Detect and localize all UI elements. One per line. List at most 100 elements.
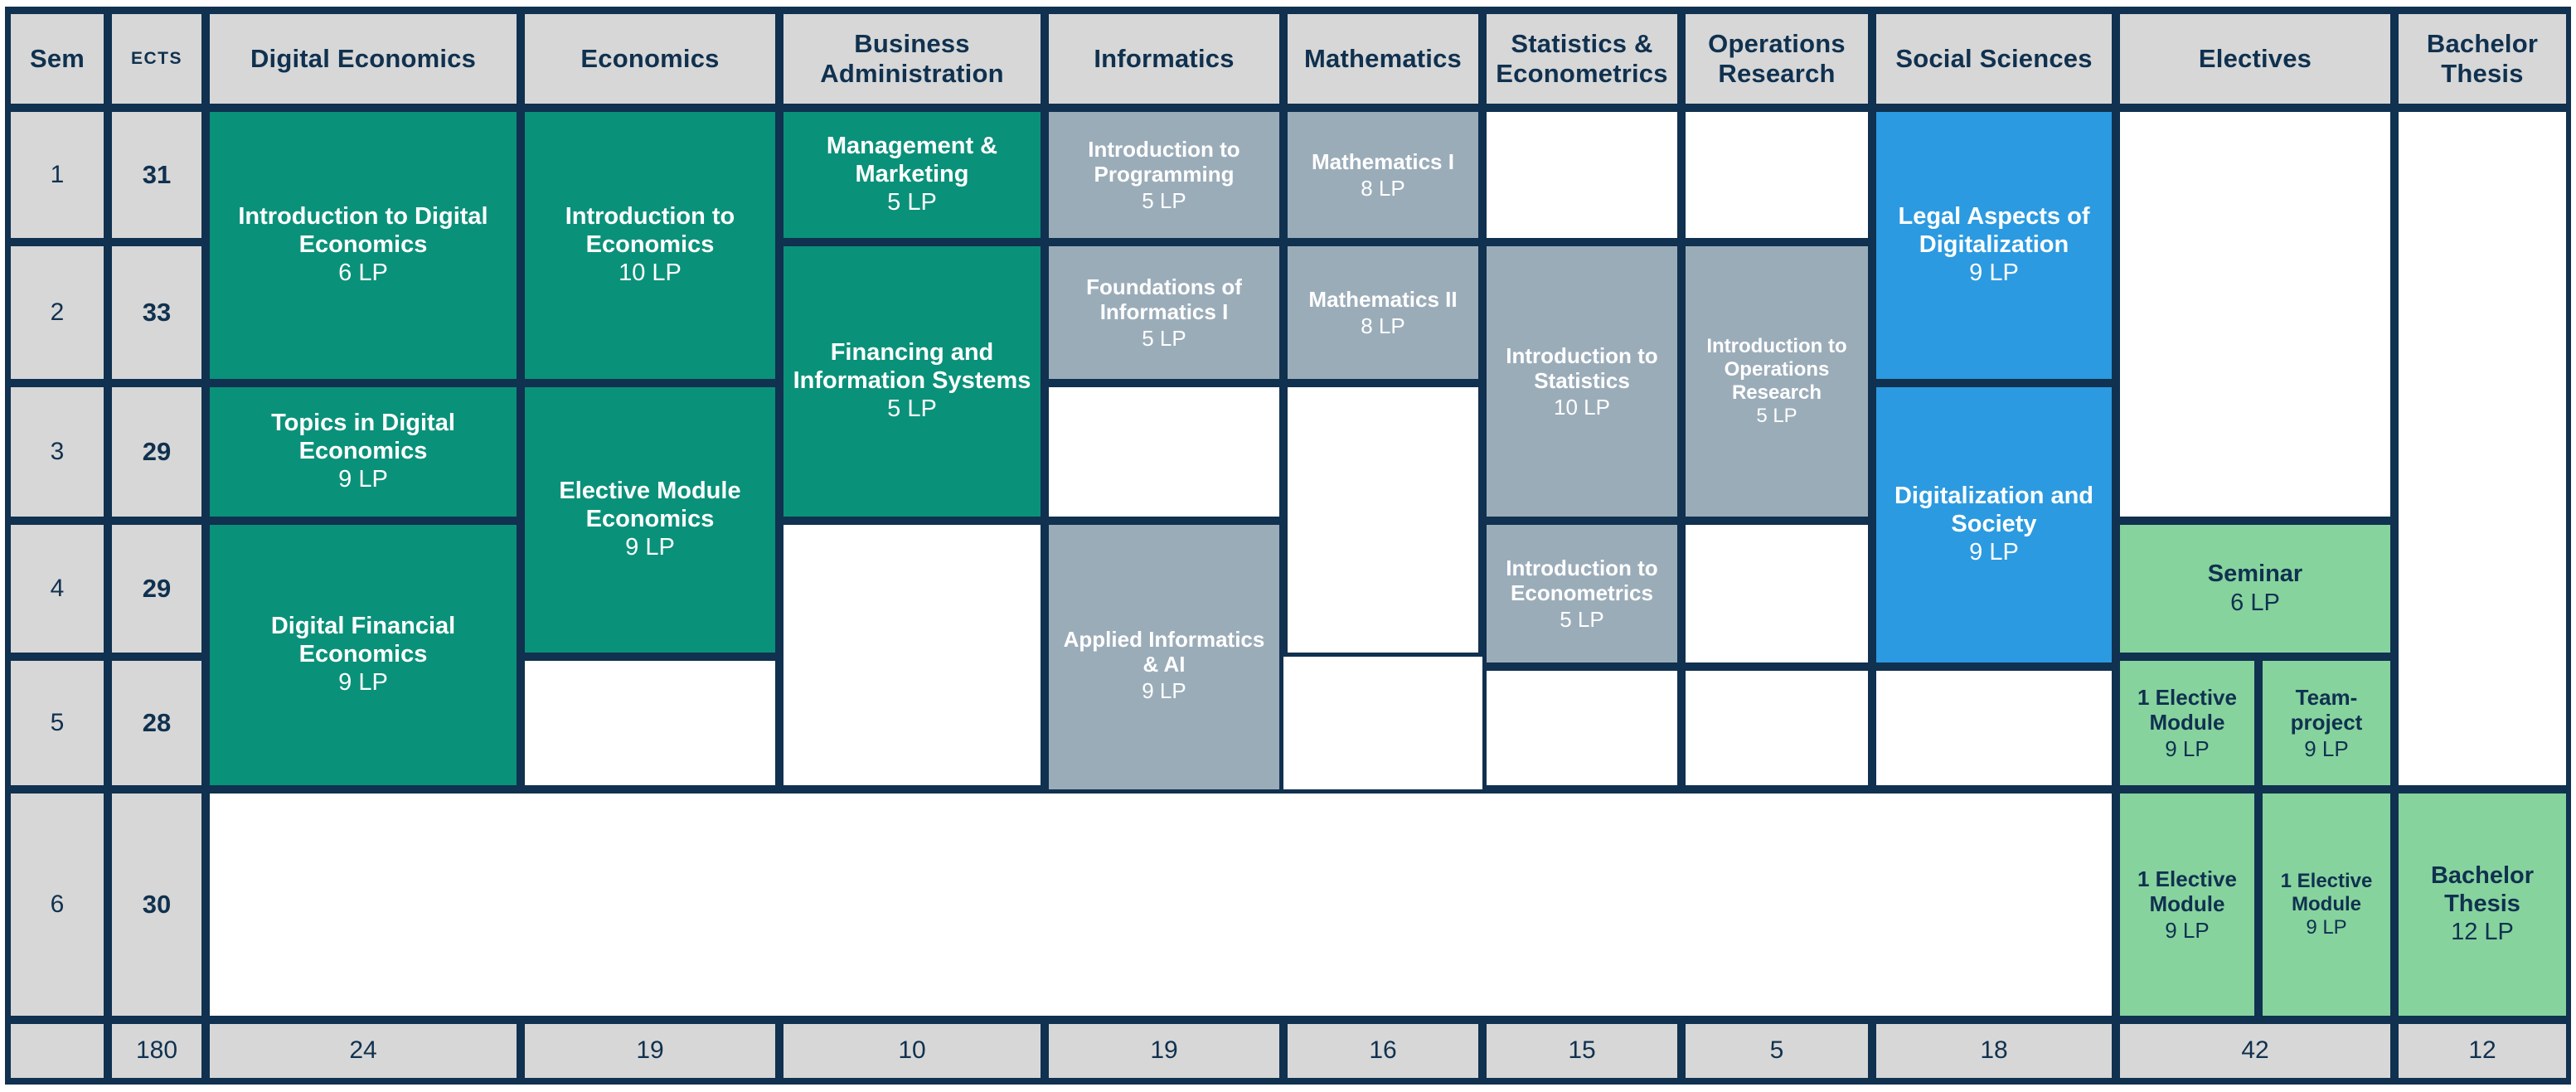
module-legal-aspects-of-digitalization[interactable]: Legal Aspects of Digitalization 9 LP bbox=[1872, 108, 2116, 383]
total-value: 19 bbox=[1150, 1036, 1178, 1065]
column-header-social-sciences: Social Sciences bbox=[1872, 10, 2116, 108]
module-title: Seminar bbox=[2207, 560, 2303, 587]
column-header-bachelor-thesis-line2: Thesis bbox=[2441, 59, 2524, 88]
module-topics-in-digital-economics[interactable]: Topics in Digital Economics 9 LP bbox=[206, 383, 521, 521]
module-management-and-marketing[interactable]: Management & Marketing 5 LP bbox=[779, 108, 1045, 242]
total-cell-sem bbox=[7, 1020, 108, 1082]
module-financing-and-information-systems[interactable]: Financing and Information Systems 5 LP bbox=[779, 242, 1045, 521]
module-title: 1 Elective Module bbox=[2137, 685, 2237, 735]
empty-cell-statistics-sem1 bbox=[1482, 108, 1681, 242]
column-header-statistics-econometrics: Statistics & Econometrics bbox=[1482, 10, 1681, 108]
ects-value: 30 bbox=[142, 890, 172, 920]
module-credits: 5 LP bbox=[1142, 325, 1186, 351]
total-cell-electives: 42 bbox=[2116, 1020, 2394, 1082]
module-title: 1 Elective Module bbox=[2280, 869, 2373, 915]
module-credits: 9 LP bbox=[2165, 917, 2210, 943]
ects-cell-2: 33 bbox=[108, 242, 206, 383]
total-value: 18 bbox=[1980, 1036, 2008, 1065]
module-title: Applied Informatics & AI bbox=[1063, 627, 1265, 677]
module-title: Foundations of Informatics I bbox=[1086, 274, 1242, 325]
semester-cell-4: 4 bbox=[7, 521, 108, 657]
total-cell-mathematics: 16 bbox=[1283, 1020, 1482, 1082]
total-cell-statistics: 15 bbox=[1482, 1020, 1681, 1082]
module-mathematics-2[interactable]: Mathematics II 8 LP bbox=[1283, 242, 1482, 383]
module-title: Introduction to Econometrics bbox=[1506, 556, 1658, 606]
semester-cell-1: 1 bbox=[7, 108, 108, 242]
column-header-digital-economics-label: Digital Economics bbox=[250, 44, 477, 74]
total-cell-informatics: 19 bbox=[1045, 1020, 1283, 1082]
ects-value: 31 bbox=[142, 160, 172, 190]
module-title: Legal Aspects of Digitalization bbox=[1898, 203, 2090, 258]
column-header-operations-research-line2: Research bbox=[1718, 59, 1836, 88]
semester-cell-5: 5 bbox=[7, 657, 108, 789]
total-cell-digital-economics: 24 bbox=[206, 1020, 521, 1082]
module-introduction-to-econometrics[interactable]: Introduction to Econometrics 5 LP bbox=[1482, 521, 1681, 667]
module-introduction-to-programming[interactable]: Introduction to Programming 5 LP bbox=[1045, 108, 1283, 242]
ects-cell-1: 31 bbox=[108, 108, 206, 242]
module-introduction-to-operations-research[interactable]: Introduction to Operations Research 5 LP bbox=[1681, 242, 1872, 521]
module-title: Digital Financial Economics bbox=[270, 613, 456, 667]
column-header-business-administration-line2: Administration bbox=[820, 59, 1004, 88]
column-header-informatics: Informatics bbox=[1045, 10, 1283, 108]
column-header-ects-label: ECTS bbox=[130, 48, 182, 68]
empty-cell-bachelor-thesis-sem1-5 bbox=[2394, 108, 2570, 789]
module-digitalization-and-society[interactable]: Digitalization and Society 9 LP bbox=[1872, 383, 2116, 667]
module-credits: 6 LP bbox=[338, 260, 388, 287]
module-credits: 5 LP bbox=[887, 396, 937, 423]
module-elective-module-sem6-b-top[interactable]: 1 Elective Module 9 LP bbox=[2258, 789, 2394, 1020]
module-title: Bachelor Thesis bbox=[2430, 862, 2535, 917]
ects-value: 28 bbox=[142, 708, 172, 738]
semester-number: 1 bbox=[50, 160, 65, 188]
semester-cell-3: 3 bbox=[7, 383, 108, 521]
column-header-statistics-line1: Statistics & bbox=[1511, 29, 1653, 59]
module-team-project[interactable]: Team-project 9 LP bbox=[2258, 657, 2394, 789]
empty-cell-informatics-sem3 bbox=[1045, 383, 1283, 521]
module-introduction-to-economics[interactable]: Introduction to Economics 10 LP bbox=[521, 108, 779, 383]
module-title: Mathematics I bbox=[1312, 149, 1454, 175]
module-title: Introduction to Operations Research bbox=[1706, 334, 1847, 404]
ects-cell-4: 29 bbox=[108, 521, 206, 657]
module-title: Management & Marketing bbox=[826, 133, 998, 187]
column-header-informatics-label: Informatics bbox=[1094, 44, 1235, 74]
semester-number: 2 bbox=[50, 298, 65, 326]
module-title: Introduction to Economics bbox=[565, 203, 735, 258]
column-header-sem: Sem bbox=[7, 10, 108, 108]
empty-cell-operations-research-sem5 bbox=[1681, 667, 1872, 789]
semester-cell-6: 6 bbox=[7, 789, 108, 1020]
total-value: 19 bbox=[636, 1036, 664, 1065]
empty-cell-statistics-sem5 bbox=[1482, 667, 1681, 789]
semester-number: 4 bbox=[50, 574, 65, 602]
module-credits: 9 LP bbox=[1142, 677, 1186, 703]
semester-number: 3 bbox=[50, 437, 65, 465]
total-cell-social-sciences: 18 bbox=[1872, 1020, 2116, 1082]
module-elective-module-economics[interactable]: Elective Module Economics 9 LP bbox=[521, 383, 779, 657]
module-credits: 9 LP bbox=[2165, 735, 2210, 761]
module-digital-financial-economics[interactable]: Digital Financial Economics 9 LP bbox=[206, 521, 521, 789]
module-mathematics-1[interactable]: Mathematics I 8 LP bbox=[1283, 108, 1482, 242]
module-title: Mathematics II bbox=[1308, 287, 1458, 313]
column-header-bachelor-thesis: Bachelor Thesis bbox=[2394, 10, 2570, 108]
module-elective-module-sem5[interactable]: 1 Elective Module 9 LP bbox=[2116, 657, 2258, 789]
module-introduction-to-statistics[interactable]: Introduction to Statistics 10 LP bbox=[1482, 242, 1681, 521]
module-foundations-of-informatics-1[interactable]: Foundations of Informatics I 5 LP bbox=[1045, 242, 1283, 383]
module-credits: 9 LP bbox=[338, 669, 388, 696]
total-cell-bachelor-thesis: 12 bbox=[2394, 1020, 2570, 1082]
module-elective-module-sem6-a-top[interactable]: 1 Elective Module 9 LP bbox=[2116, 789, 2258, 1020]
total-value: 5 bbox=[1769, 1036, 1784, 1065]
module-seminar[interactable]: Seminar 6 LP bbox=[2116, 521, 2394, 657]
ects-cell-3: 29 bbox=[108, 383, 206, 521]
module-intro-digital-economics[interactable]: Introduction to Digital Economics 6 LP bbox=[206, 108, 521, 383]
module-bachelor-thesis[interactable]: Bachelor Thesis 12 LP bbox=[2394, 789, 2570, 1020]
column-header-business-administration-line1: Business bbox=[854, 29, 970, 59]
module-credits: 12 LP bbox=[2451, 919, 2514, 946]
empty-cell-operations-research-sem1 bbox=[1681, 108, 1872, 242]
module-credits: 6 LP bbox=[2230, 589, 2280, 616]
total-value: 10 bbox=[898, 1036, 926, 1065]
module-applied-informatics-and-ai[interactable]: Applied Informatics & AI 9 LP bbox=[1045, 521, 1283, 809]
column-header-business-administration: Business Administration bbox=[779, 10, 1045, 108]
total-cell-economics: 19 bbox=[521, 1020, 779, 1082]
module-title: Introduction to Programming bbox=[1088, 137, 1240, 187]
column-header-economics-label: Economics bbox=[580, 44, 720, 74]
module-title: Financing and Information Systems bbox=[793, 339, 1031, 394]
empty-cell-social-sciences-sem5 bbox=[1872, 667, 2116, 789]
